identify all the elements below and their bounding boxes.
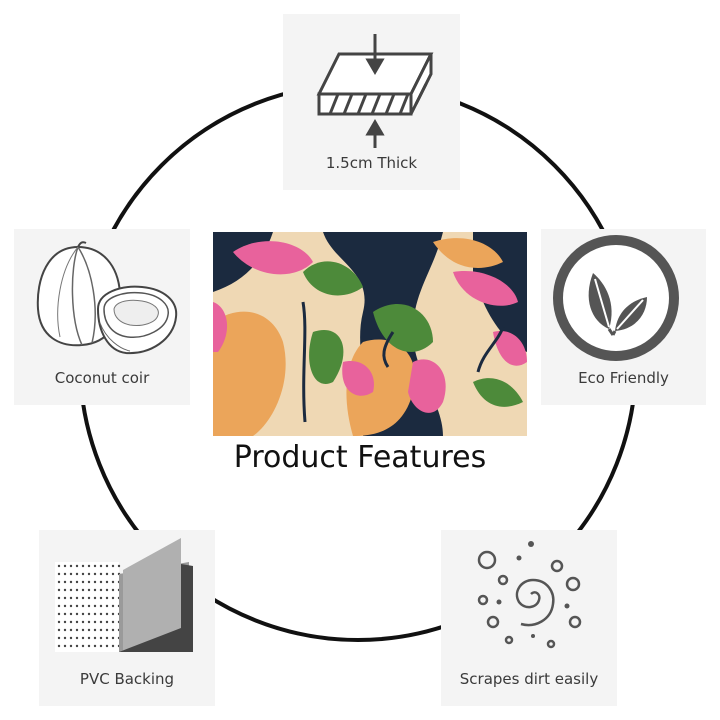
feature-card-thickness: 1.5cm Thick xyxy=(283,14,460,190)
coconut-icon xyxy=(36,241,178,355)
feature-card-eco: Eco Friendly xyxy=(541,229,706,405)
pvc-backing-icon xyxy=(55,538,193,652)
mat-thickness-icon xyxy=(316,34,434,148)
page-title: Product Features xyxy=(233,440,487,475)
feature-card-pvc: PVC Backing xyxy=(39,530,215,706)
doormat-image xyxy=(213,232,527,436)
leaf-icon xyxy=(553,235,679,361)
feature-label-pvc: PVC Backing xyxy=(79,670,175,688)
dirt-swirl-icon xyxy=(477,541,582,649)
feature-label-thickness: 1.5cm Thick xyxy=(325,154,418,172)
feature-label-scrape: Scrapes dirt easily xyxy=(459,670,599,688)
feature-card-scrape: Scrapes dirt easily xyxy=(441,530,617,706)
feature-label-coir: Coconut coir xyxy=(54,369,150,387)
feature-card-coir: Coconut coir xyxy=(14,229,190,405)
feature-label-eco: Eco Friendly xyxy=(578,369,669,387)
